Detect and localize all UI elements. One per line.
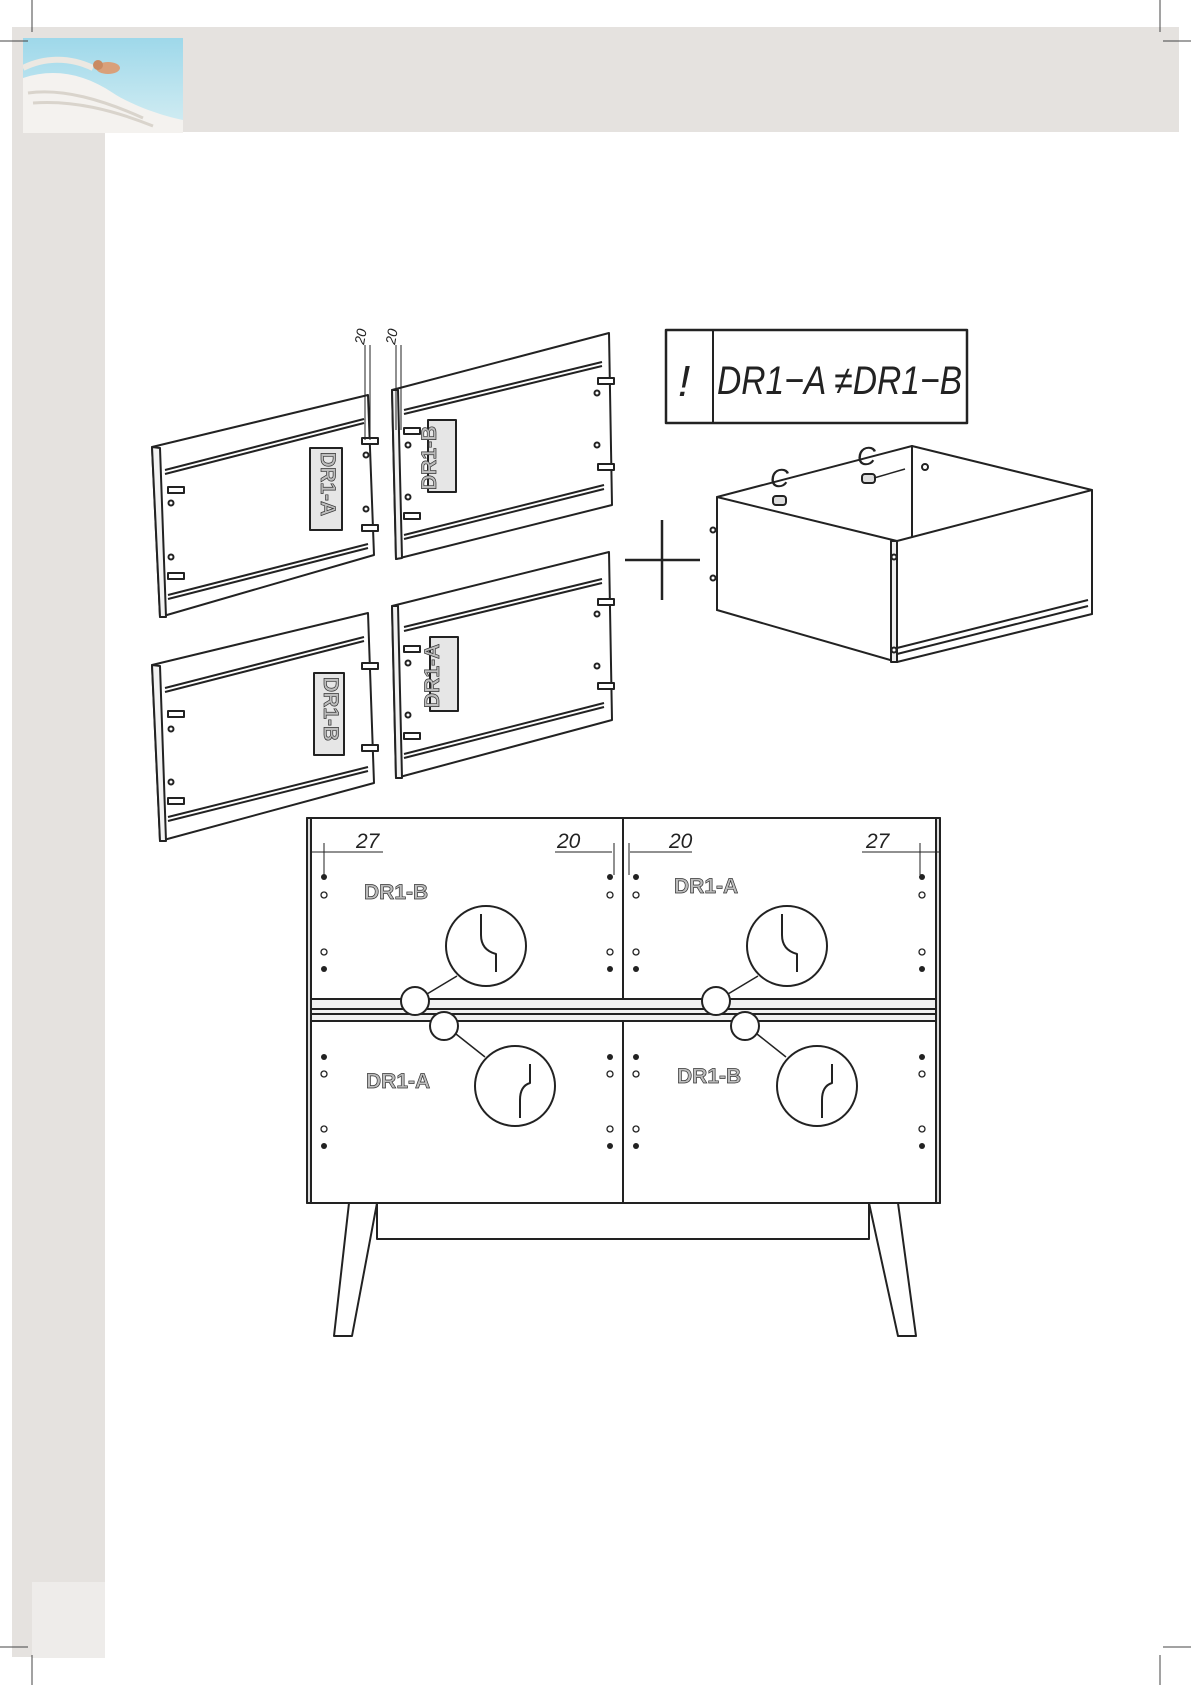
front-label-top-right: DR1-A [674, 875, 738, 898]
panel-label-bottom-right: DR1-A [421, 644, 444, 708]
plus-sign [625, 520, 700, 600]
panel-label-top-left: DR1-A [316, 452, 339, 516]
front-dim-2: 20 [556, 830, 581, 853]
fitting-label-c-front: C [770, 463, 789, 493]
panel-top-left [152, 345, 378, 617]
front-label-bottom-left: DR1-A [366, 1070, 430, 1093]
fitting-label-c-back: C [857, 441, 876, 471]
front-dim-3: 20 [668, 830, 693, 853]
warning-mark: ! [678, 357, 690, 406]
drawer-box [711, 446, 1093, 662]
small-dim-right: 20 [382, 327, 401, 346]
panel-label-bottom-left: DR1-B [319, 677, 342, 741]
front-label-bottom-right: DR1-B [677, 1065, 741, 1088]
panel-label-top-right: DR1-B [418, 426, 441, 490]
front-label-top-left: DR1-B [364, 881, 428, 904]
front-dim-1: 27 [355, 830, 381, 853]
small-dim-left: 20 [351, 327, 370, 346]
warning-formula: DR1−A ≠DR1−B [717, 359, 962, 403]
front-dim-4: 27 [865, 830, 891, 853]
panel-bottom-left [152, 613, 378, 841]
